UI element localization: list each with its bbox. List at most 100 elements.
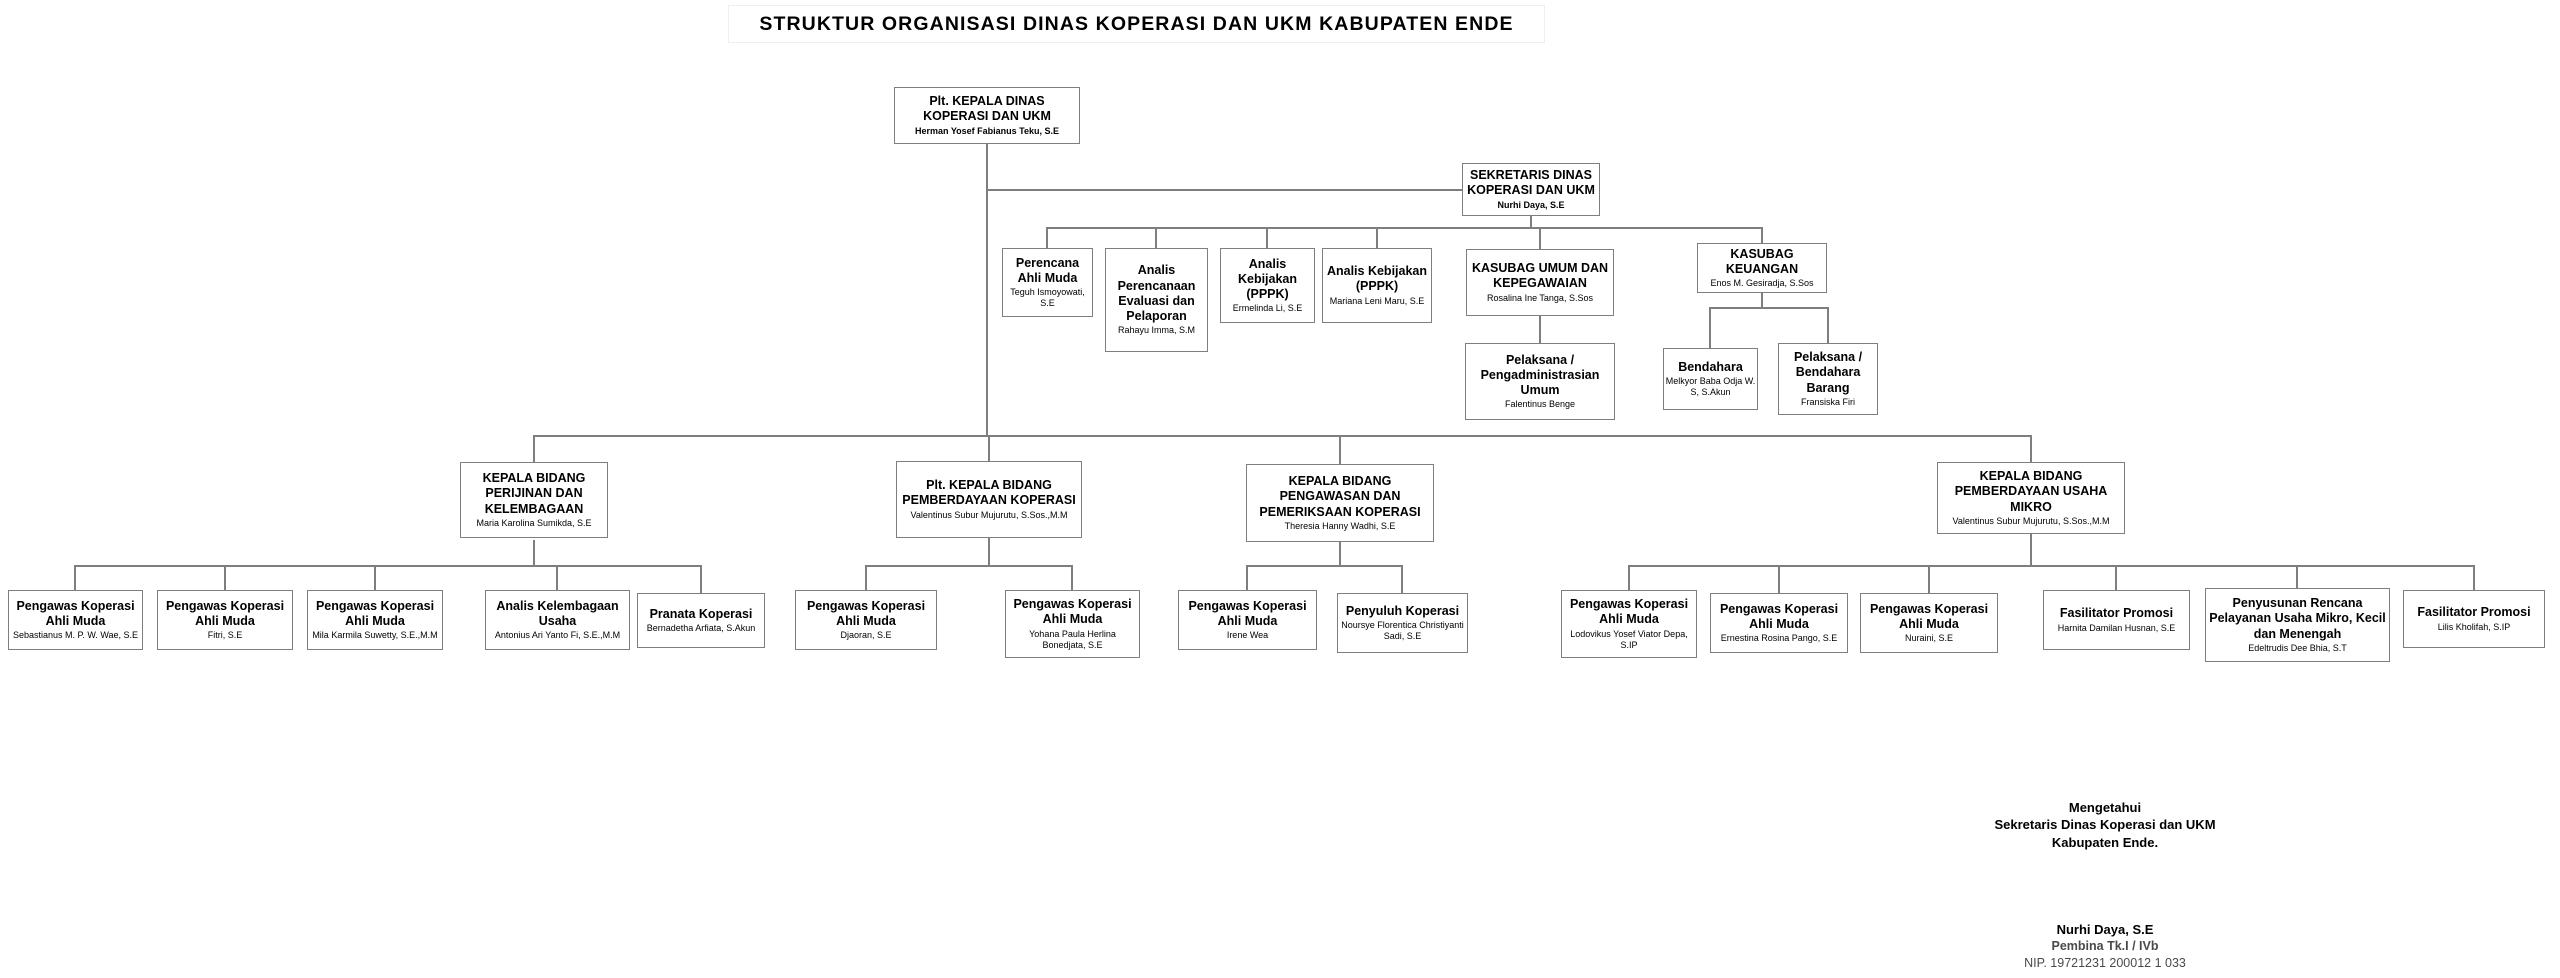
person-name: Maria Karolina Sumikda, S.E [476, 517, 592, 528]
org-node-pelaksana-umum: Pelaksana / Pengadministrasian Umum Fale… [1465, 343, 1615, 420]
connector-line [1071, 565, 1073, 590]
position-title: Analis Kebijakan (PPPK) [1326, 264, 1428, 294]
position-title: Pelaksana / Bendahara Barang [1793, 350, 1863, 395]
person-name: Edeltrudis Dee Bhia, S.T [2248, 642, 2347, 653]
signature-name: Nurhi Daya, S.E [2056, 921, 2154, 937]
person-name: Djaoran, S.E [840, 630, 892, 641]
person-name: Teguh Ismoyowati, S.E [1010, 287, 1085, 309]
position-title: Analis Kelembagaan Usaha [496, 598, 619, 628]
org-node-pengawas-9: Pengawas Koperasi Ahli Muda Nuraini, S.E [1860, 593, 1998, 653]
connector-line [1246, 565, 1248, 590]
position-title: Fasilitator Promosi [2059, 606, 2174, 621]
person-name: Fitri, S.E [207, 630, 243, 641]
connector-line [986, 189, 1465, 191]
person-name: Rosalina Ine Tanga, S.Sos [1487, 292, 1593, 303]
person-name: Sebastianus M. P. W. Wae, S.E [12, 630, 139, 641]
connector-line [2296, 565, 2298, 588]
connector-line [1827, 307, 1829, 343]
person-name: Theresia Hanny Wadhi, S.E [1284, 520, 1396, 531]
position-title: SEKRETARIS DINAS KOPERASI DAN UKM [1467, 168, 1595, 198]
position-title: Pengawas Koperasi Ahli Muda [1188, 598, 1307, 628]
position-title: Bendahara [1678, 359, 1743, 374]
position-title: Pengawas Koperasi Ahli Muda [1869, 601, 1989, 631]
signature-region: Kabupaten Ende. [2051, 834, 2159, 850]
connector-line [2030, 435, 2032, 462]
person-name: Ernestina Rosina Pango, S.E [1720, 633, 1838, 644]
org-node-sekretaris: SEKRETARIS DINAS KOPERASI DAN UKM Nurhi … [1462, 163, 1600, 216]
person-name: Mariana Leni Maru, S.E [1329, 295, 1425, 306]
connector-line [1761, 227, 1763, 243]
person-name: Irene Wea [1226, 630, 1269, 641]
org-node-perencana: Perencana Ahli Muda Teguh Ismoyowati, S.… [1002, 248, 1093, 317]
connector-line [1246, 565, 1403, 567]
org-node-penyuluh-koperasi: Penyuluh Koperasi Noursye Florentica Chr… [1337, 593, 1468, 653]
person-name: Fransiska Firi [1800, 396, 1855, 407]
connector-line [988, 435, 990, 461]
position-title: Penyuluh Koperasi [1345, 603, 1460, 618]
org-node-pengawas-6: Pengawas Koperasi Ahli Muda Irene Wea [1178, 590, 1317, 650]
org-node-kasubag-keuangan: KASUBAG KEUANGAN Enos M. Gesiradja, S.So… [1697, 243, 1827, 293]
signature-block: Mengetahui Sekretaris Dinas Koperasi dan… [1940, 799, 2270, 971]
person-name: Rahayu Imma, S.M [1117, 325, 1196, 336]
connector-line [988, 538, 990, 566]
signature-office: Sekretaris Dinas Koperasi dan UKM [1994, 817, 2216, 833]
org-node-analis-kelembagaan: Analis Kelembagaan Usaha Antonius Ari Ya… [485, 590, 630, 650]
position-title: Pengawas Koperasi Ahli Muda [1013, 597, 1132, 627]
connector-line [1376, 227, 1378, 248]
position-title: Pengawas Koperasi Ahli Muda [315, 598, 435, 628]
org-node-pengawas-3: Pengawas Koperasi Ahli Muda Mila Karmila… [307, 590, 443, 650]
connector-line [1778, 565, 1780, 593]
connector-line [74, 565, 76, 590]
org-node-pengawas-4: Pengawas Koperasi Ahli Muda Djaoran, S.E [795, 590, 937, 650]
org-node-fasilitator-promosi-2: Fasilitator Promosi Lilis Kholifah, S.IP [2403, 590, 2545, 648]
position-title: Pranata Koperasi [649, 606, 753, 621]
connector-line [2030, 534, 2032, 566]
org-node-kepala-dinas: Plt. KEPALA DINAS KOPERASI DAN UKM Herma… [894, 87, 1080, 144]
position-title: Perencana Ahli Muda [1015, 255, 1080, 285]
person-name: Yohana Paula Herlina Bonedjata, S.E [1029, 628, 1116, 650]
signature-nip: NIP. 19721231 200012 1 033 [2024, 955, 2186, 970]
connector-line [865, 565, 867, 590]
position-title: Analis Kebijakan (PPPK) [1237, 256, 1298, 302]
org-node-pengawas-8: Pengawas Koperasi Ahli Muda Ernestina Ro… [1710, 593, 1848, 653]
connector-line [1628, 565, 1630, 590]
org-node-analis-kebijakan-2: Analis Kebijakan (PPPK) Mariana Leni Mar… [1322, 248, 1432, 323]
org-node-bendahara: Bendahara Melkyor Baba Odja W. S, S.Akun [1663, 348, 1758, 410]
connector-line [556, 565, 558, 590]
person-name: Nurhi Daya, S.E [1497, 199, 1565, 210]
person-name: Lilis Kholifah, S.IP [2437, 621, 2511, 632]
position-title: KEPALA BIDANG PEMBERDAYAAN USAHA MIKRO [1954, 469, 2108, 514]
connector-line [2473, 565, 2475, 590]
position-title: Analis Perencanaan Evaluasi dan Pelapora… [1117, 263, 1196, 324]
connector-line [224, 565, 226, 590]
position-title: Pengawas Koperasi Ahli Muda [806, 598, 926, 628]
connector-line [533, 540, 535, 566]
position-title: Pengawas Koperasi Ahli Muda [1719, 601, 1839, 631]
person-name: Falentinus Benge [1504, 399, 1576, 410]
position-title: Fasilitator Promosi [2417, 605, 2531, 620]
connector-line [74, 565, 702, 567]
connector-line [1539, 316, 1541, 343]
person-name: Antonius Ari Yanto Fi, S.E.,M.M [494, 630, 621, 641]
person-name: Mila Karmila Suwetty, S.E.,M.M [312, 630, 438, 641]
org-node-pengawas-2: Pengawas Koperasi Ahli Muda Fitri, S.E [157, 590, 293, 650]
position-title: Plt. KEPALA BIDANG PEMBERDAYAAN KOPERASI [902, 478, 1076, 508]
connector-line [1401, 565, 1403, 593]
connector-line [1339, 435, 1341, 464]
position-title: KASUBAG UMUM DAN KEPEGAWAIAN [1471, 261, 1609, 291]
position-title: Pengawas Koperasi Ahli Muda [16, 598, 135, 628]
position-title: KEPALA BIDANG PERIJINAN DAN KELEMBAGAAN [482, 471, 586, 516]
person-name: Bernadetha Arfiata, S.Akun [646, 623, 756, 633]
connector-line [986, 144, 988, 436]
org-node-bidang-perijinan: KEPALA BIDANG PERIJINAN DAN KELEMBAGAAN … [460, 462, 608, 538]
org-node-pengawas-5: Pengawas Koperasi Ahli Muda Yohana Paula… [1005, 590, 1140, 658]
connector-line [1761, 293, 1763, 308]
org-node-bidang-pengawasan: KEPALA BIDANG PENGAWASAN DAN PEMERIKSAAN… [1246, 464, 1434, 542]
org-node-bidang-usaha-mikro: KEPALA BIDANG PEMBERDAYAAN USAHA MIKRO V… [1937, 462, 2125, 534]
connector-line [1046, 227, 1763, 229]
connector-line [374, 565, 376, 590]
position-title: Penyusunan Rencana Pelayanan Usaha Mikro… [2209, 596, 2386, 641]
position-title: Pengawas Koperasi Ahli Muda [165, 598, 285, 628]
org-node-pengawas-1: Pengawas Koperasi Ahli Muda Sebastianus … [8, 590, 143, 650]
person-name: Harnita Damilan Husnan, S.E [2057, 622, 2176, 633]
